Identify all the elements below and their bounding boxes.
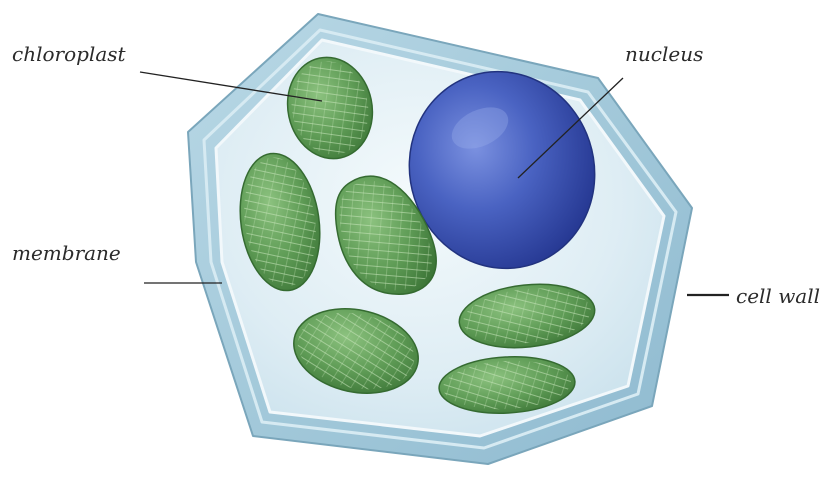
membrane-label: membrane bbox=[12, 243, 121, 263]
nucleus-label: nucleus bbox=[625, 44, 703, 64]
cell-wall-label: cell wall bbox=[736, 286, 820, 306]
chloroplast-label: chloroplast bbox=[12, 44, 126, 64]
